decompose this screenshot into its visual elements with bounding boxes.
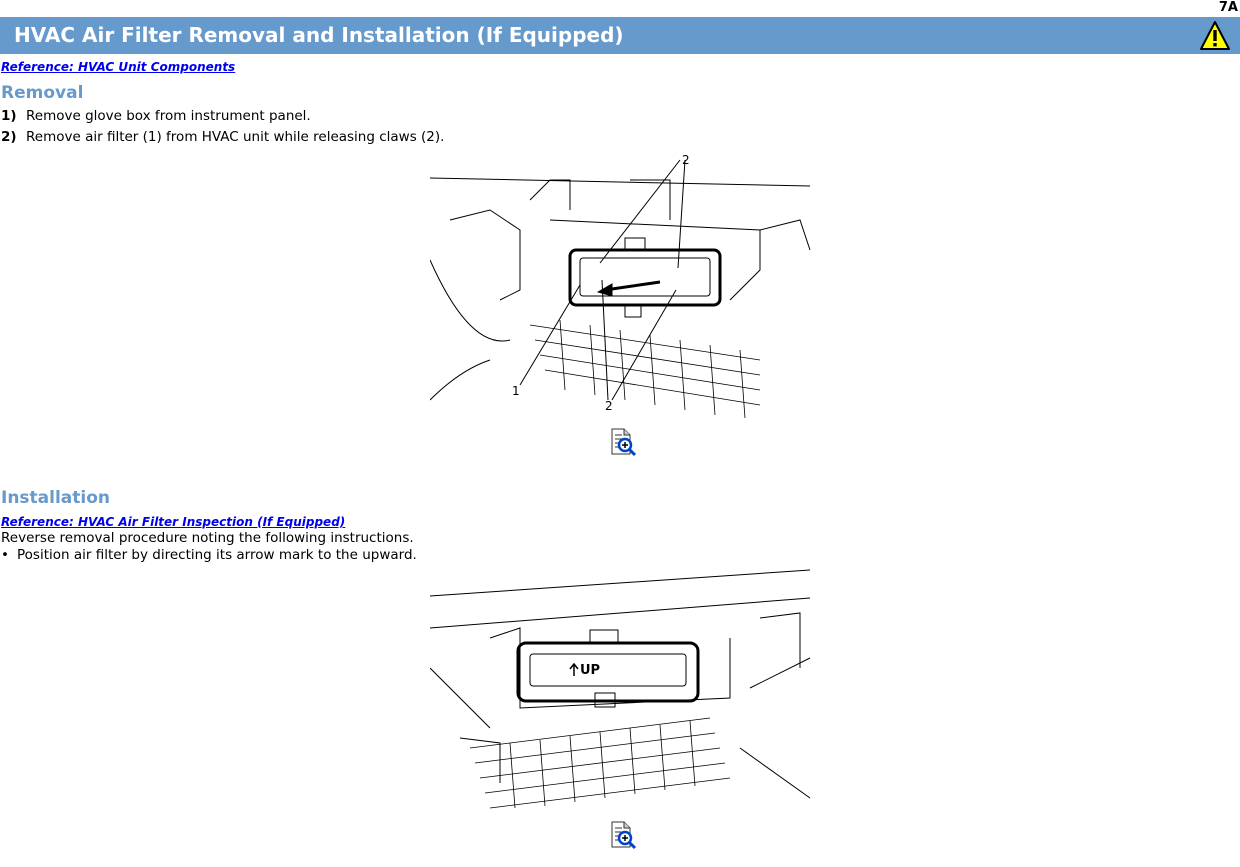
page-code: 7A bbox=[1218, 0, 1238, 15]
removal-step-2: 2) Remove air filter (1) from HVAC unit w… bbox=[1, 129, 444, 145]
bullet-dot: • bbox=[1, 547, 9, 563]
warning-icon[interactable] bbox=[1199, 20, 1231, 52]
header-bar bbox=[0, 17, 1240, 54]
installation-bullet: • Position air filter by directing its ar… bbox=[1, 547, 417, 563]
callout-claws-top: 2 bbox=[682, 153, 690, 167]
bullet-text: Position air filter by directing its arr… bbox=[17, 547, 417, 563]
installation-heading: Installation bbox=[1, 488, 111, 508]
installation-illustration: UP bbox=[430, 569, 811, 809]
callout-claws-bottom: 2 bbox=[605, 399, 613, 413]
removal-step-1: 1) Remove glove box from instrument panel… bbox=[1, 108, 311, 124]
step-number: 1) bbox=[1, 108, 17, 124]
step-text: Remove glove box from instrument panel. bbox=[26, 108, 311, 124]
step-text: Remove air filter (1) from HVAC unit whi… bbox=[26, 129, 445, 145]
up-arrow-mark: UP bbox=[580, 663, 600, 678]
removal-heading: Removal bbox=[1, 83, 84, 103]
installation-intro: Reverse removal procedure noting the fol… bbox=[1, 530, 414, 546]
reference-link-hvac-unit-components[interactable]: Reference: HVAC Unit Components bbox=[1, 60, 236, 74]
zoom-icon[interactable] bbox=[609, 427, 637, 457]
page-title: HVAC Air Filter Removal and Installation… bbox=[14, 23, 624, 47]
callout-filter: 1 bbox=[512, 384, 520, 398]
zoom-icon[interactable] bbox=[609, 820, 637, 850]
removal-illustration: 2 1 2 bbox=[430, 153, 811, 419]
reference-link-air-filter-inspection[interactable]: Reference: HVAC Air Filter Inspection (I… bbox=[1, 515, 346, 529]
step-number: 2) bbox=[1, 129, 17, 145]
